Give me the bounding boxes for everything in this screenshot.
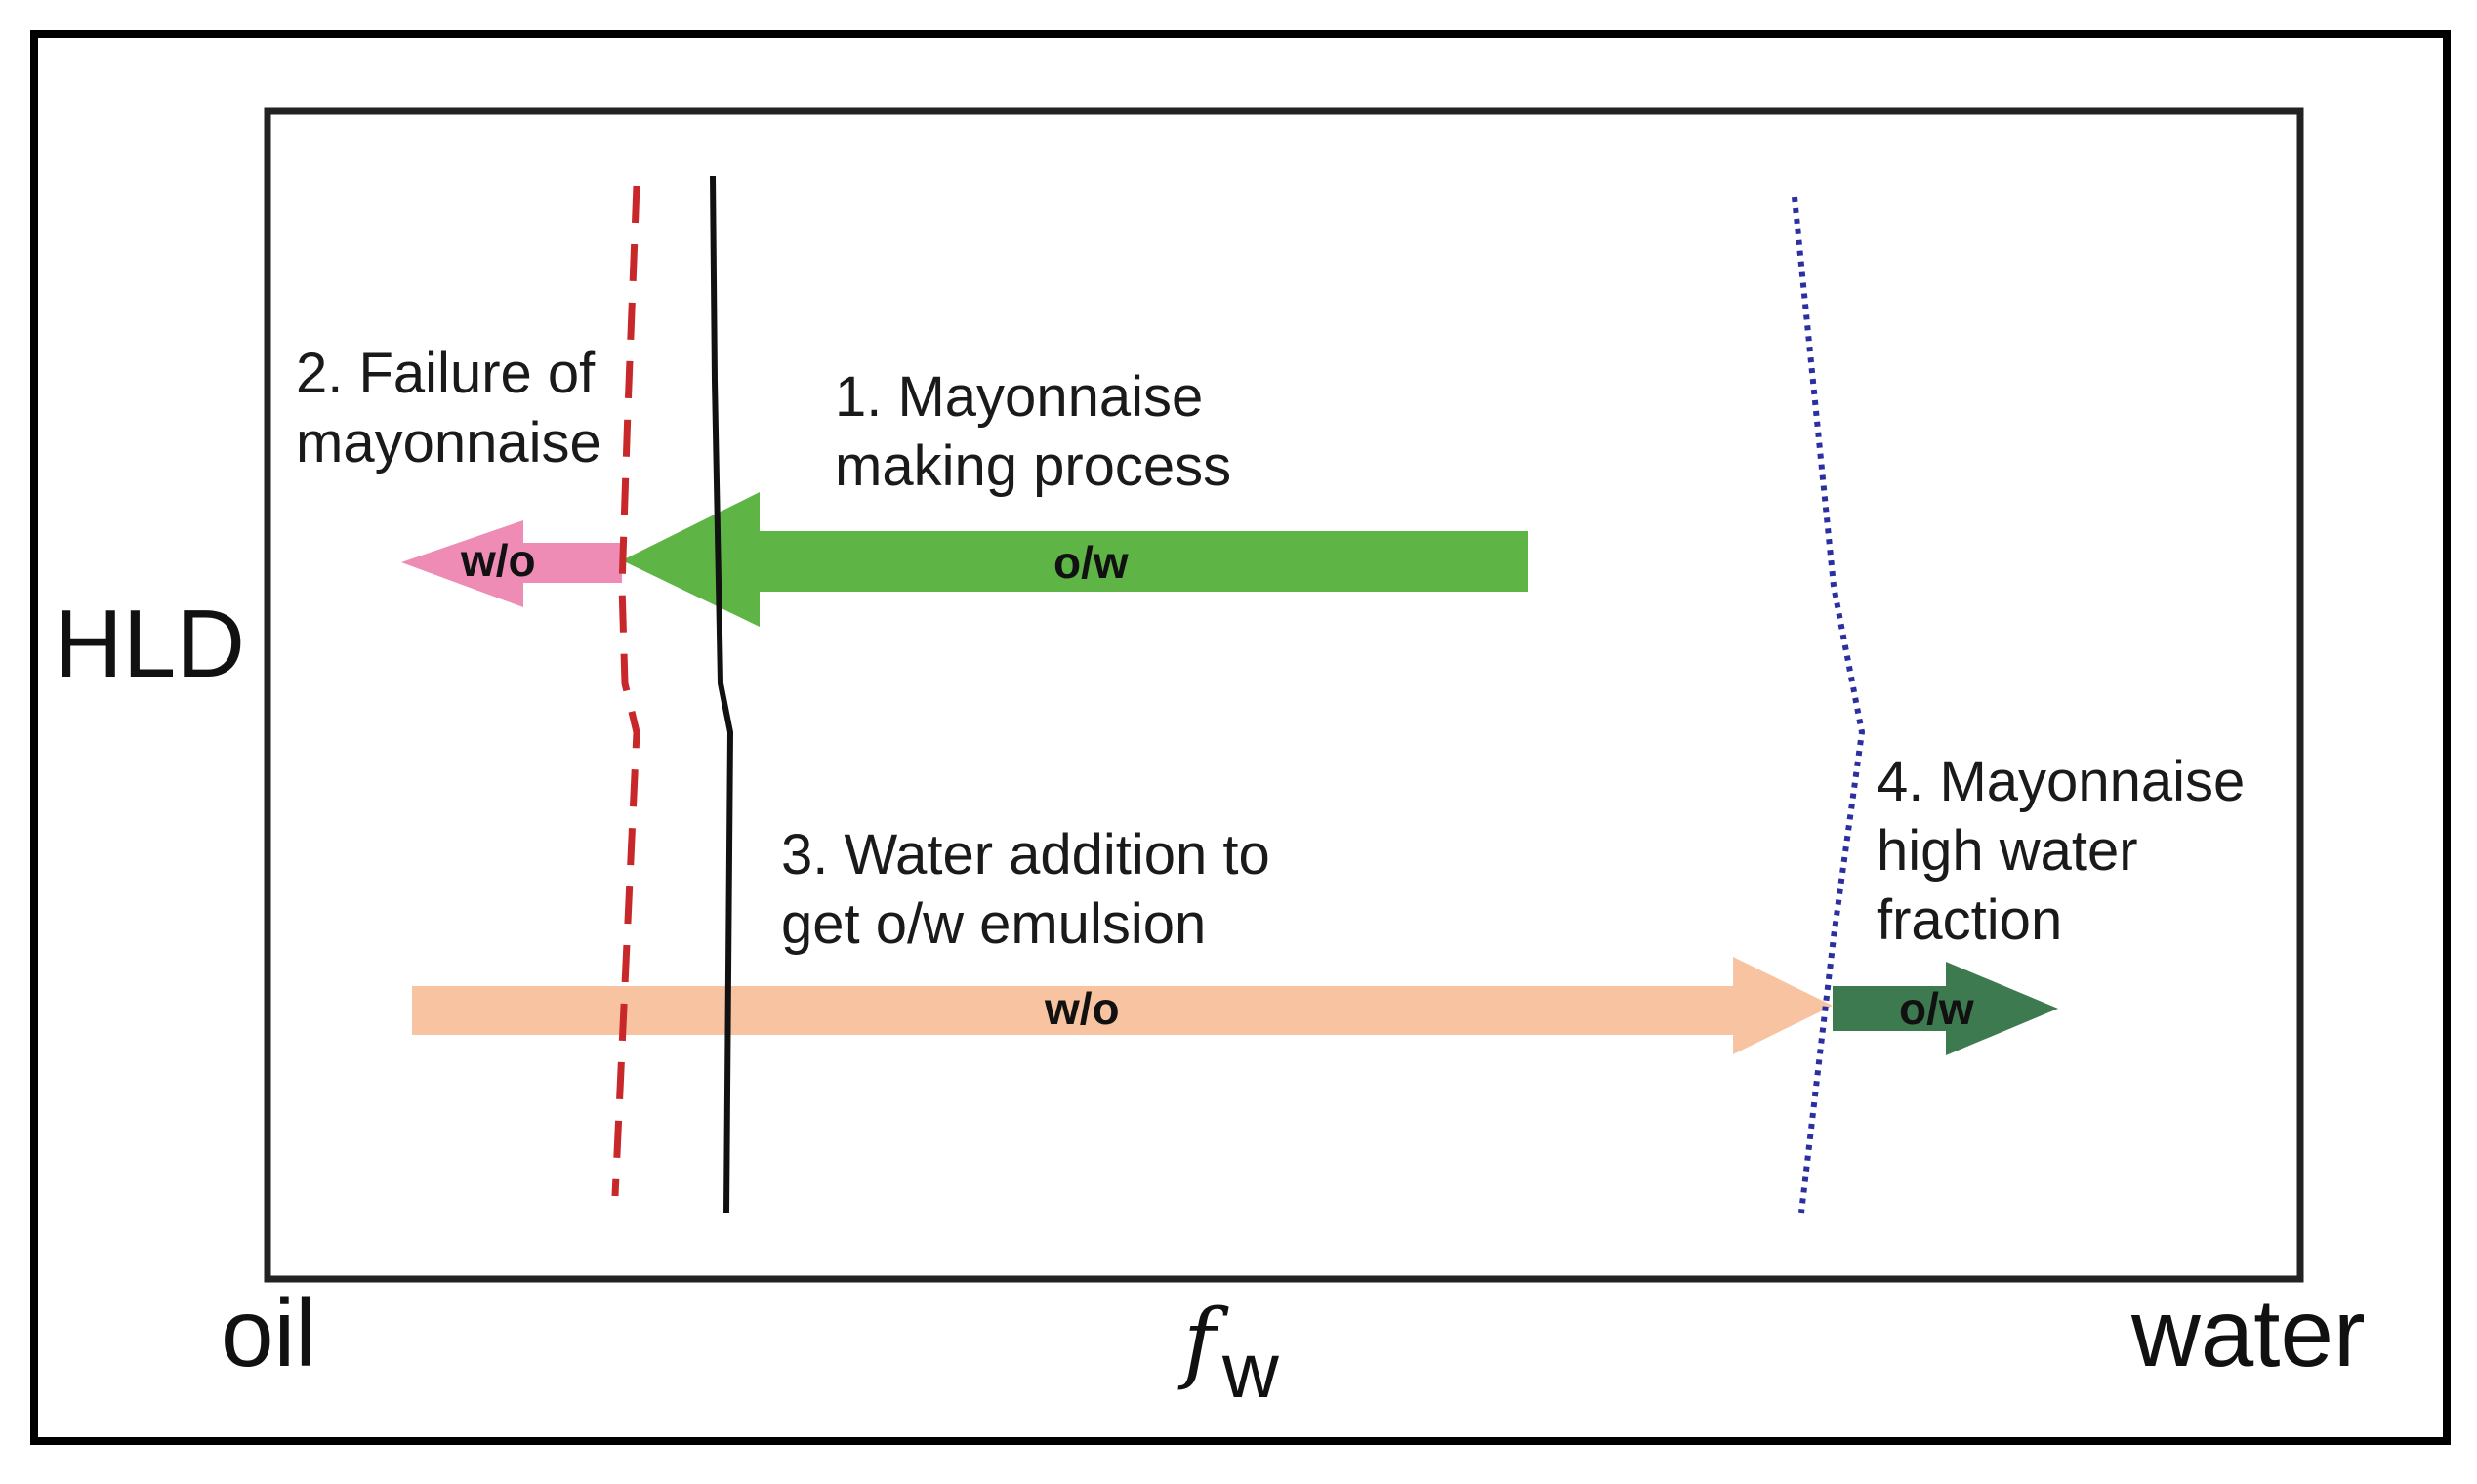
caption-step1: 1. Mayonnaise making process bbox=[835, 365, 1232, 498]
caption-step3: 3. Water addition to get o/w emulsion bbox=[781, 823, 1270, 956]
plot-frame bbox=[264, 107, 2304, 1283]
y-axis-label: HLD bbox=[54, 590, 246, 697]
arrow-step2-label: w/o bbox=[461, 535, 536, 586]
phase-boundary-solid-line bbox=[710, 175, 734, 1214]
arrow-step4-label: o/w bbox=[1899, 983, 1974, 1034]
arrow-step4-high-water bbox=[1833, 962, 2058, 1055]
x-axis-label-main: f bbox=[1183, 1291, 1217, 1393]
figure-frame bbox=[30, 30, 2451, 1445]
arrow-step3-label: w/o bbox=[1045, 983, 1120, 1034]
failure-boundary-dashed-line bbox=[611, 185, 640, 1197]
arrow-step2-failure bbox=[401, 520, 622, 607]
x-axis-right-label: water bbox=[2131, 1279, 2366, 1386]
x-axis-label-subscript: w bbox=[1222, 1327, 1279, 1414]
caption-step2: 2. Failure of mayonnaise bbox=[296, 342, 601, 474]
inversion-boundary-dotted-line bbox=[1792, 196, 1866, 1214]
arrow-step1-label: o/w bbox=[1053, 537, 1129, 588]
x-axis-left-label: oil bbox=[221, 1279, 317, 1386]
arrow-step1-making-process bbox=[622, 492, 1528, 627]
caption-step4: 4. Mayonnaise high water fraction bbox=[1877, 750, 2246, 952]
arrow-step3-water-addition bbox=[412, 957, 1833, 1054]
x-axis-label: f w bbox=[1183, 1298, 1300, 1416]
